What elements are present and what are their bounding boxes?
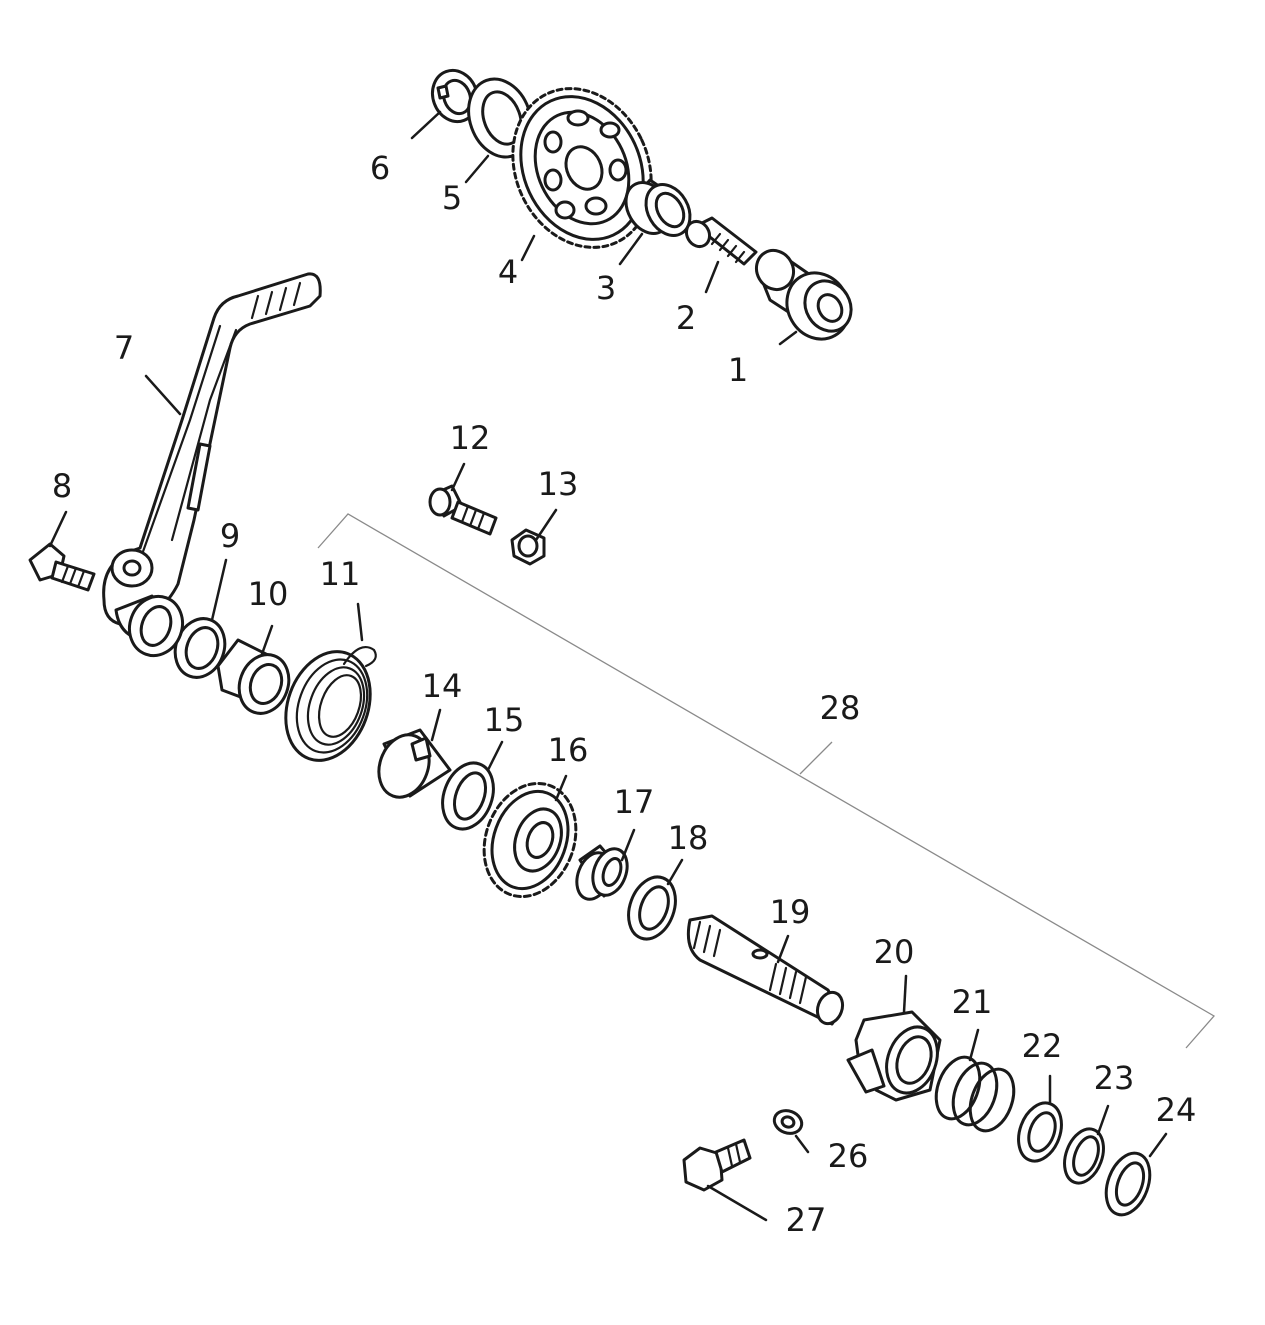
callout-1: 1 [728, 351, 748, 389]
part-6-circlip [430, 68, 480, 124]
part-27-bolt [682, 1138, 752, 1192]
part-2-bolt [684, 216, 758, 266]
callout-11: 11 [320, 555, 361, 593]
part-8-bolt [28, 542, 96, 592]
part-3-bearing-sleeve [624, 178, 692, 237]
callout-22: 22 [1022, 1027, 1063, 1065]
part-17-needle-bearing [575, 844, 629, 901]
callout-2: 2 [676, 299, 696, 337]
callout-9: 9 [220, 517, 240, 555]
callout-13: 13 [538, 465, 579, 503]
callout-3: 3 [596, 269, 616, 307]
part-18-washer [627, 875, 677, 941]
callout-14: 14 [422, 667, 463, 705]
part-14-ratchet-guide [377, 728, 452, 799]
part-20-ratchet [846, 1010, 942, 1102]
callout-27: 27 [786, 1201, 827, 1239]
callout-12: 12 [450, 419, 491, 457]
callout-23: 23 [1094, 1059, 1135, 1097]
callout-20: 20 [874, 933, 915, 971]
part-16-kick-gear [482, 781, 578, 899]
lever-boss-ring [128, 594, 184, 658]
part-24-washer [1104, 1151, 1152, 1217]
part-15-washer [441, 761, 495, 831]
callout-4: 4 [498, 253, 518, 291]
callout-24: 24 [1156, 1091, 1197, 1129]
leader-lines [48, 110, 1168, 1222]
callout-5: 5 [442, 179, 462, 217]
part-9-seal [173, 617, 227, 679]
callout-19: 19 [770, 893, 811, 931]
part-12-bolt [428, 484, 498, 536]
callout-16: 16 [548, 731, 589, 769]
callout-15: 15 [484, 701, 525, 739]
part-26-washer [772, 1109, 804, 1135]
callout-28: 28 [820, 689, 861, 727]
part-11-kick-spring [284, 646, 377, 762]
part-4-idler-gear [511, 87, 653, 249]
callout-labels: 1 2 3 4 5 6 7 8 9 10 11 12 13 14 15 16 1… [52, 149, 1197, 1239]
callout-17: 17 [614, 783, 655, 821]
callout-8: 8 [52, 467, 72, 505]
part-23-circlip [1063, 1127, 1105, 1185]
callout-21: 21 [952, 983, 993, 1021]
callout-7: 7 [114, 329, 134, 367]
part-19-kickstart-shaft [686, 914, 845, 1026]
callout-26: 26 [828, 1137, 869, 1175]
callout-10: 10 [248, 575, 289, 613]
callout-6: 6 [370, 149, 390, 187]
assembly-28-bracket [317, 513, 1216, 1049]
part-22-washer [1017, 1101, 1063, 1163]
part-10-bushing [216, 638, 291, 715]
part-21-ratchet-spring [934, 1055, 1016, 1133]
callout-18: 18 [668, 819, 709, 857]
part-1-shaft-bushing [754, 248, 853, 341]
